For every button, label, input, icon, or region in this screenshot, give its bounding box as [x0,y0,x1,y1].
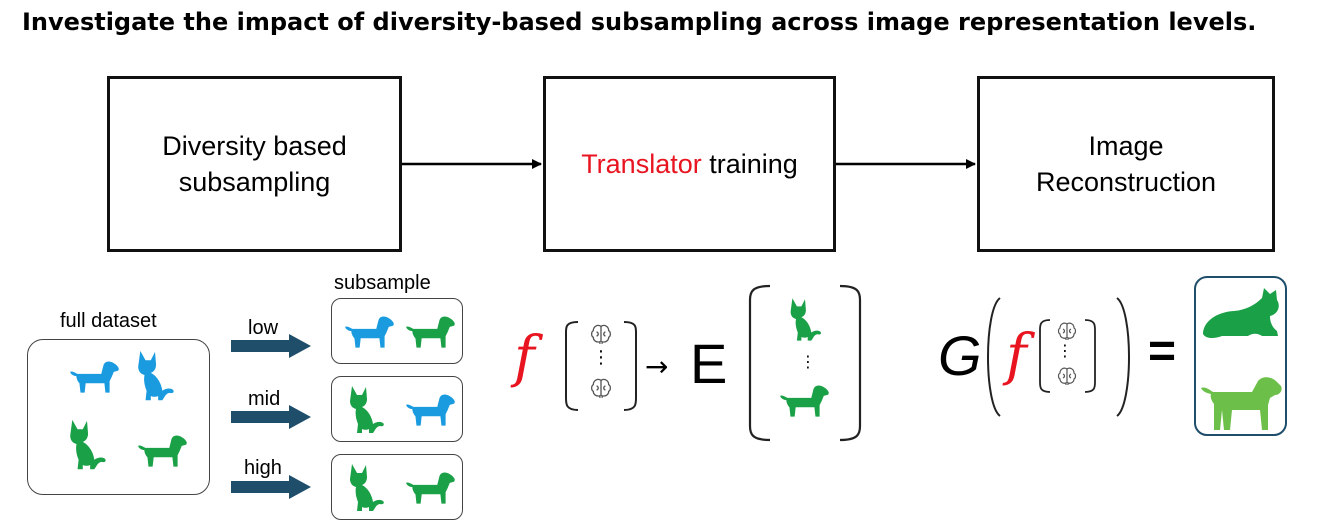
dog-icon [780,385,829,417]
level-label-low: low [248,317,279,339]
full-dataset-box [27,339,210,495]
stage3-line1: Image [1088,130,1164,161]
brain-icon [590,324,612,345]
cat-icon [790,298,822,341]
level-label-mid: mid [248,388,281,410]
dog-icon [406,394,455,426]
dots-1: ⋮ [592,347,610,368]
stage3-line2: Reconstruction [1035,167,1217,197]
cat-icon [350,464,384,511]
matrix-right-bracket [839,284,862,442]
g-left-paren [987,297,1001,417]
stage-translator-training: Translator training [543,76,836,252]
dog-icon [406,472,455,504]
level-label-high: high [244,457,282,479]
left-bracket [565,321,579,411]
stage-image-reconstruction: Image Reconstruction [977,76,1275,252]
dog-icon [345,316,394,348]
stage2-rest: training [701,148,798,179]
encoder-symbol: E [690,332,728,395]
cat-icon [1203,288,1279,339]
translator-symbol-1: f [514,325,535,390]
brain-icon [1057,367,1077,386]
dog-icon [1201,377,1282,430]
cat-icon [138,350,174,401]
mapping-arrow: → [645,350,669,383]
stage2-highlight: Translator [581,148,702,179]
full-dataset-label: full dataset [60,310,157,332]
equals-sign: = [1148,325,1177,378]
generator-symbol: G [938,324,982,387]
brain-icon [590,378,612,399]
stage-subsampling: Diversity based subsampling [107,76,402,252]
dog-icon [138,435,187,467]
page-title: Investigate the impact of diversity-base… [22,8,1257,36]
inner-left-bracket [1039,319,1051,393]
right-bracket [623,321,637,411]
translator-symbol-2: f [1006,323,1027,388]
cat-icon [70,419,106,470]
matrix-left-bracket [748,284,771,442]
arrow-icon [231,475,311,499]
cat-icon [350,386,384,433]
inner-right-bracket [1084,319,1096,393]
subsample-label: subsample [334,272,431,294]
brain-icon [1057,322,1077,341]
dots-2: ⋮ [800,352,816,371]
g-right-paren [1116,297,1130,417]
stage1-line2: subsampling [178,167,331,197]
stage1-line1: Diversity based [162,130,347,161]
dots-3: ⋮ [1057,341,1073,360]
dog-icon [406,316,455,348]
dog-icon [70,361,119,393]
arrow-icon [231,405,311,429]
arrow-icon [231,334,311,358]
